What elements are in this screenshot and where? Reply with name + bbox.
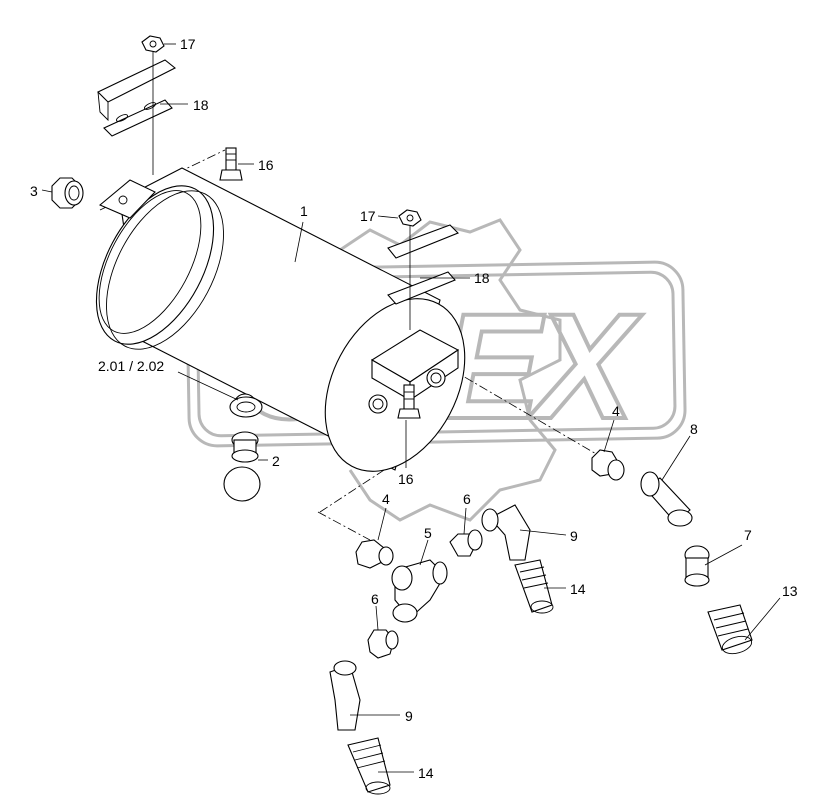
callout-6-lower: 6 bbox=[371, 591, 379, 607]
callout-1: 1 bbox=[300, 203, 308, 219]
leader-lines bbox=[41, 43, 781, 773]
callout-14-lower: 14 bbox=[418, 765, 434, 781]
plug-nut-3 bbox=[51, 177, 84, 209]
callout-5: 5 bbox=[424, 525, 432, 541]
callout-16-lower: 16 bbox=[398, 471, 414, 487]
callout-9-upper: 9 bbox=[570, 528, 578, 544]
callout-6-upper: 6 bbox=[463, 491, 471, 507]
callout-9-lower: 9 bbox=[405, 708, 413, 724]
callout-17-upper-left: 17 bbox=[180, 36, 196, 52]
drain-valve-2 bbox=[223, 396, 263, 502]
callout-3: 3 bbox=[30, 183, 38, 199]
callout-2: 2 bbox=[272, 453, 280, 469]
upper-clamp-right bbox=[387, 209, 459, 419]
callout-18-right: 18 bbox=[474, 270, 490, 286]
callout-labels: 17 18 16 3 1 17 18 2.01 / 2.02 2 16 4 8 … bbox=[30, 36, 798, 781]
callout-14-upper: 14 bbox=[570, 581, 586, 597]
callout-7: 7 bbox=[744, 527, 752, 543]
callout-13: 13 bbox=[782, 583, 798, 599]
center-fitting-chain bbox=[329, 504, 554, 795]
callout-8: 8 bbox=[690, 421, 698, 437]
callout-4-center: 4 bbox=[382, 491, 390, 507]
watermark-gear bbox=[339, 218, 562, 522]
callout-17-right: 17 bbox=[360, 208, 376, 224]
callout-2-01-2-02: 2.01 / 2.02 bbox=[98, 358, 164, 374]
callout-16-upper: 16 bbox=[258, 157, 274, 173]
upper-clamp-left bbox=[97, 35, 243, 181]
callout-18-upper-left: 18 bbox=[193, 97, 209, 113]
callout-4-right: 4 bbox=[612, 403, 620, 419]
right-fitting-chain bbox=[591, 449, 753, 655]
